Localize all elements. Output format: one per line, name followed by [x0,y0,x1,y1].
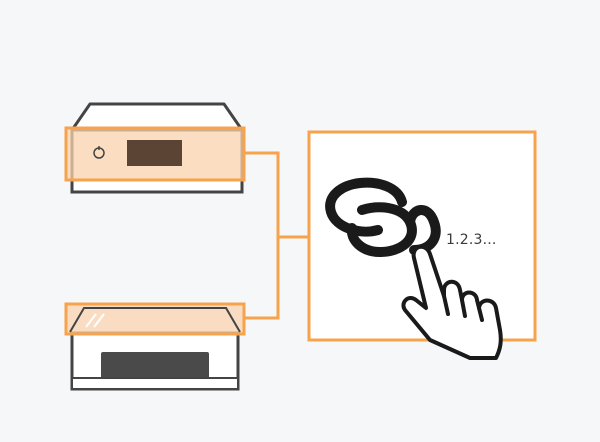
paper-slot-icon [101,352,209,380]
pointing-hand-icon [401,244,503,360]
bottom-scanner-lid-highlight [64,302,246,336]
top-control-panel-highlight [64,126,246,182]
bottom-printer-icon [70,331,240,391]
connector-lines [244,151,309,320]
printer-screen-icon [127,140,182,166]
sequence-label: 1.2.3... [446,232,497,248]
